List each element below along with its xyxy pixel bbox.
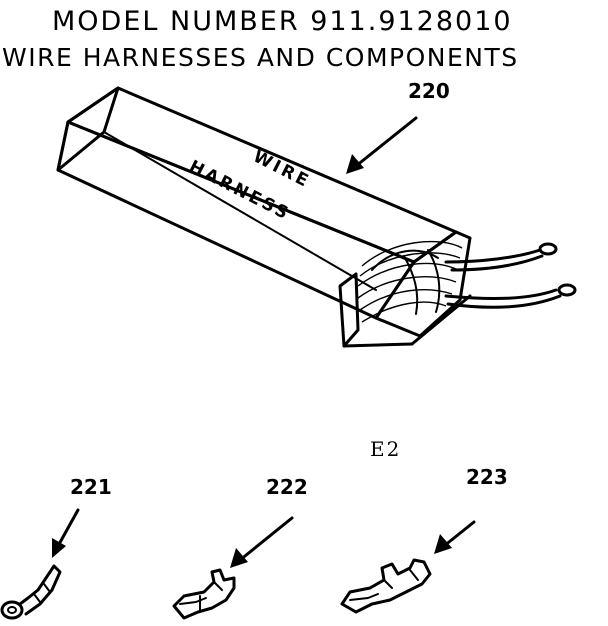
part-number-221: 221 — [70, 475, 112, 499]
section-title: WIRE HARNESSES AND COMPONENTS — [2, 43, 519, 72]
wire-harness-box — [56, 86, 577, 348]
callout-arrow-222 — [230, 516, 294, 568]
crimp-terminal-223 — [340, 558, 432, 614]
ring-terminal-221 — [0, 564, 62, 620]
part-number-223: 223 — [466, 465, 508, 489]
part-number-222: 222 — [266, 475, 308, 499]
crimp-terminal-222 — [172, 568, 236, 620]
part-number-220: 220 — [408, 79, 450, 103]
model-number-title: MODEL NUMBER 911.9128010 — [52, 6, 513, 37]
callout-arrow-223 — [434, 520, 476, 554]
callout-arrow-221 — [52, 508, 80, 558]
callout-arrow-220 — [346, 116, 418, 174]
box-label-wire: WIRE — [250, 147, 314, 193]
section-code: E2 — [370, 437, 401, 461]
